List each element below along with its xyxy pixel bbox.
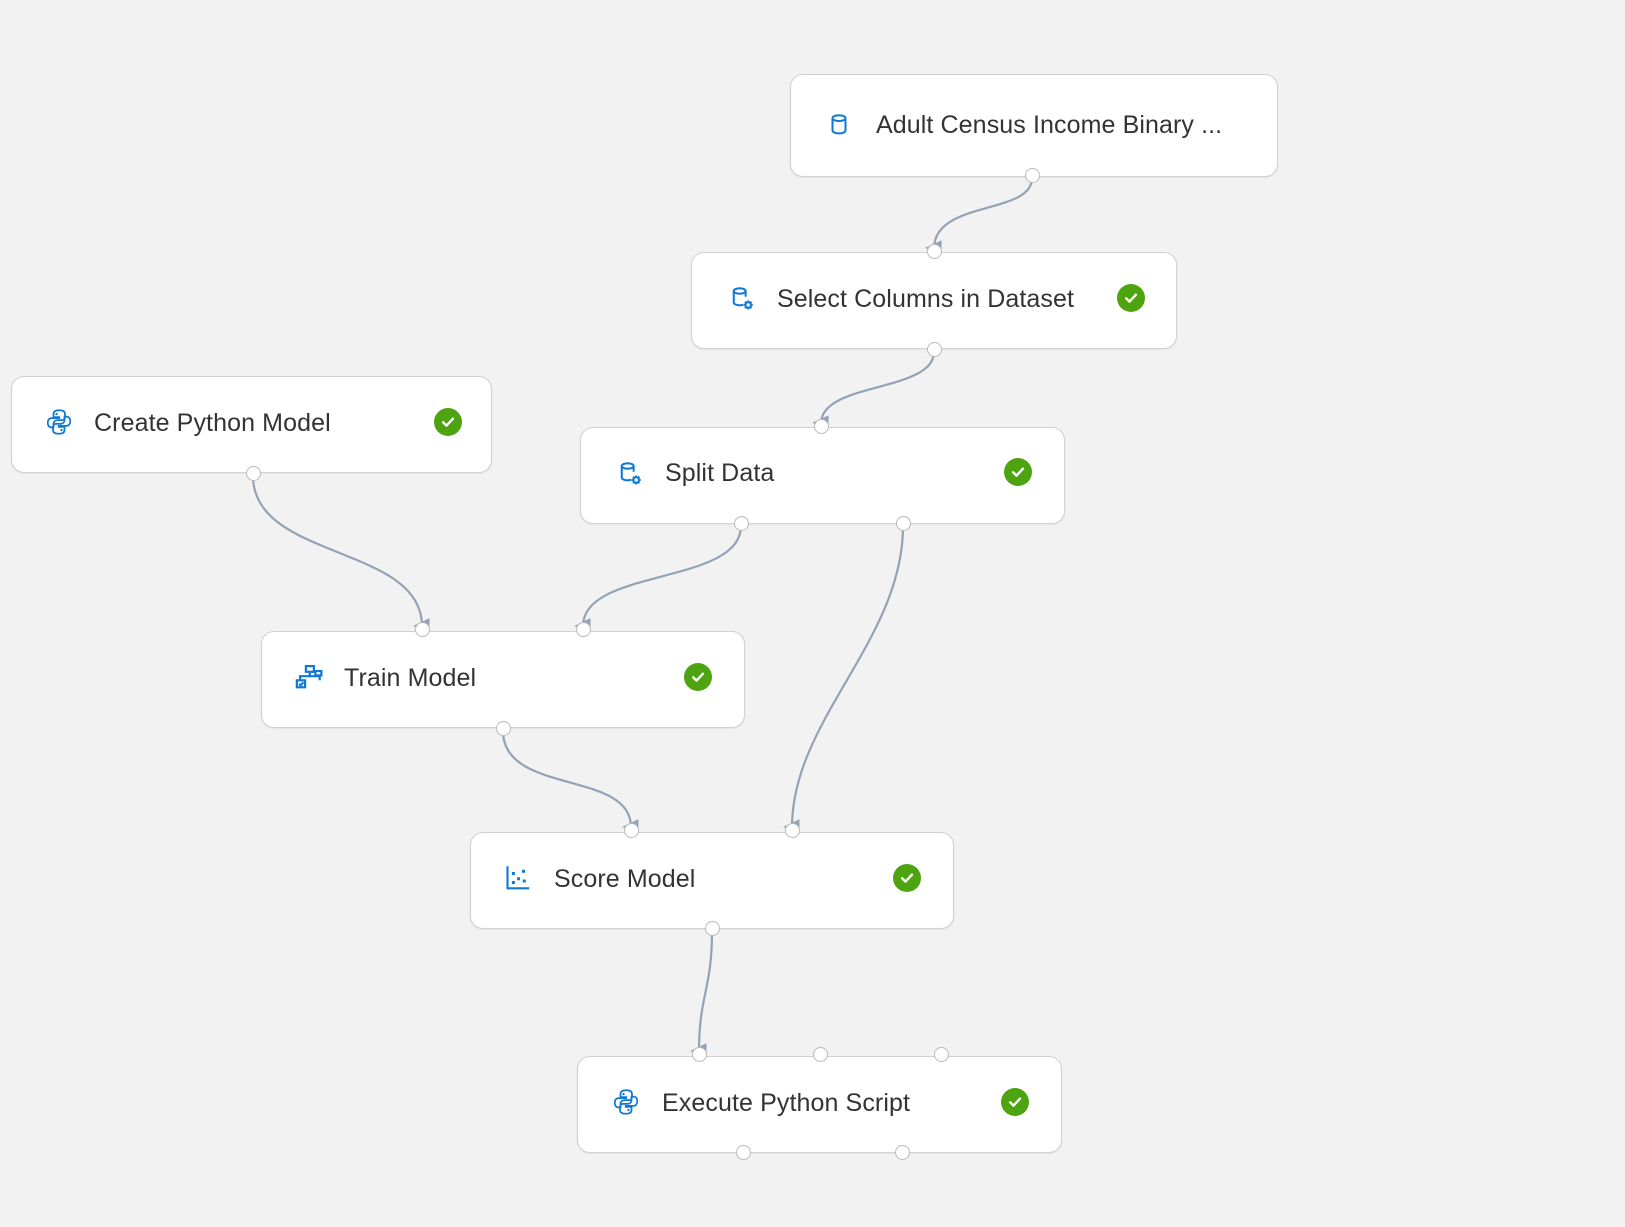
node-output-port[interactable]: [245, 465, 261, 481]
status-badge-completed: [1117, 284, 1145, 312]
status-badge-completed: [434, 408, 462, 436]
node-input-port[interactable]: [933, 1046, 949, 1062]
node-output-port[interactable]: [495, 720, 511, 736]
pipeline-edge[interactable]: [501, 730, 639, 835]
node-title: Execute Python Script: [662, 1089, 911, 1117]
train-model-icon: [292, 661, 326, 695]
node-input-port[interactable]: [575, 621, 591, 637]
node-output-port[interactable]: [733, 515, 749, 531]
dataset-gear-icon: [612, 456, 646, 490]
scatter-plot-icon: [501, 861, 535, 895]
node-title: Create Python Model: [94, 409, 331, 437]
python-icon: [42, 405, 76, 439]
node-output-port[interactable]: [926, 341, 942, 357]
node-output-port[interactable]: [894, 1144, 910, 1160]
status-badge-completed: [1004, 458, 1032, 486]
node-output-port[interactable]: [895, 515, 911, 531]
node-input-port[interactable]: [623, 822, 639, 838]
node-input-port[interactable]: [691, 1046, 707, 1062]
dataset-gear-icon: [724, 281, 758, 315]
node-input-port[interactable]: [813, 418, 829, 434]
python-icon: [609, 1085, 643, 1119]
status-badge-completed: [1001, 1088, 1029, 1116]
pipeline-node-train-model[interactable]: [261, 631, 745, 728]
node-title: Select Columns in Dataset: [777, 285, 1075, 313]
dataset-cylinder-icon: [822, 108, 856, 142]
status-badge-completed: [893, 864, 921, 892]
node-output-port[interactable]: [704, 920, 720, 936]
pipeline-edge[interactable]: [812, 351, 936, 432]
pipeline-node-dataset[interactable]: [790, 74, 1278, 177]
node-title: Adult Census Income Binary ...: [876, 111, 1223, 139]
pipeline-node-score-model[interactable]: [470, 832, 954, 929]
node-input-port[interactable]: [784, 822, 800, 838]
pipeline-edge[interactable]: [690, 930, 714, 1059]
pipeline-node-select-columns[interactable]: [691, 252, 1177, 349]
node-input-port[interactable]: [926, 243, 942, 259]
node-input-port[interactable]: [812, 1046, 828, 1062]
node-output-port[interactable]: [1024, 167, 1040, 183]
status-badge-completed: [684, 663, 712, 691]
pipeline-edge[interactable]: [783, 525, 905, 835]
pipeline-edge[interactable]: [925, 177, 1034, 257]
node-title: Score Model: [554, 865, 696, 893]
pipeline-edge[interactable]: [574, 525, 743, 634]
node-output-port[interactable]: [735, 1144, 751, 1160]
pipeline-node-split-data[interactable]: [580, 427, 1065, 524]
node-title: Train Model: [344, 664, 477, 692]
pipeline-edge[interactable]: [251, 475, 430, 634]
node-input-port[interactable]: [414, 621, 430, 637]
node-title: Split Data: [665, 459, 775, 487]
